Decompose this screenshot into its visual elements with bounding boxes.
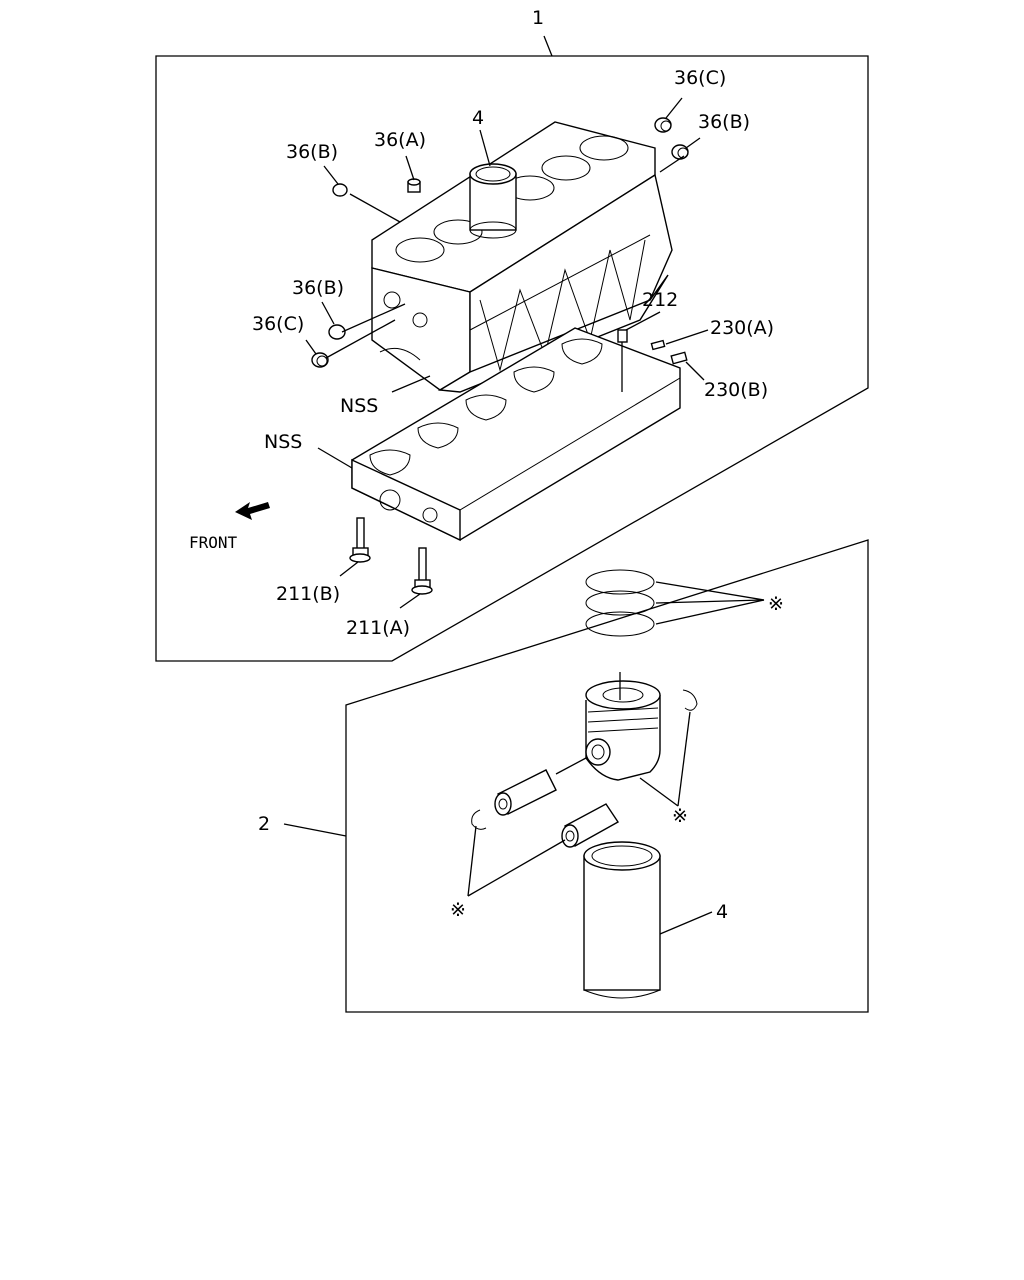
callout-plug-36c-top: 36(C) [674,67,726,89]
plug-36b-left [328,324,346,340]
plug-36a [407,178,421,193]
callout-star-rings: ※ [768,593,784,615]
callout-star-clip-right: ※ [672,805,688,827]
piston [585,680,661,781]
cylinder-liner-bottom [583,841,661,999]
front-label: FRONT [189,533,238,552]
callout-plug-36b-top-right: 36(B) [698,111,750,133]
plug-36c-top [654,117,672,133]
piston-pin-2 [561,803,620,848]
assembly-1-frame [155,55,869,662]
front-direction-arrow-icon [235,502,270,520]
callout-plug-36b-top-left: 36(B) [286,141,338,163]
cylinder-liner-top [469,163,517,239]
callout-bolt-211b: 211(B) [276,583,340,605]
bolt-211b [349,517,371,563]
leader-lines [283,35,765,935]
callout-plug-36a: 36(A) [374,129,426,151]
snap-ring-right [682,689,698,711]
callout-nss-block: NSS [340,395,378,417]
plug-36c-left [311,352,329,368]
callout-nss-bedplate: NSS [264,431,302,453]
callout-plug-36b-left: 36(B) [292,277,344,299]
callout-liner-top: 4 [472,107,484,129]
snap-ring-left [471,809,487,830]
assembly-2-frame [345,539,869,1013]
callout-assembly-2: 2 [258,813,270,835]
piston-rings [585,569,655,637]
callout-bolt-211a: 211(A) [346,617,410,639]
bedplate [351,327,681,542]
pin-230b [670,351,688,365]
callout-pin-230b: 230(B) [704,379,768,401]
callout-liner-bottom: 4 [716,901,728,923]
callout-plug-36c-left: 36(C) [252,313,304,335]
piston-pin-1 [494,769,557,816]
plug-36b-top-left [332,183,348,197]
pin-230a [650,339,666,351]
callout-star-clips-left: ※ [450,899,466,921]
callout-pin-230a: 230(A) [710,317,774,339]
bolt-211a [411,547,433,595]
callout-pin-212: 212 [642,289,678,311]
callout-assembly-1: 1 [532,7,544,29]
plug-36b-top-right [671,144,689,160]
pin-212 [617,329,628,343]
